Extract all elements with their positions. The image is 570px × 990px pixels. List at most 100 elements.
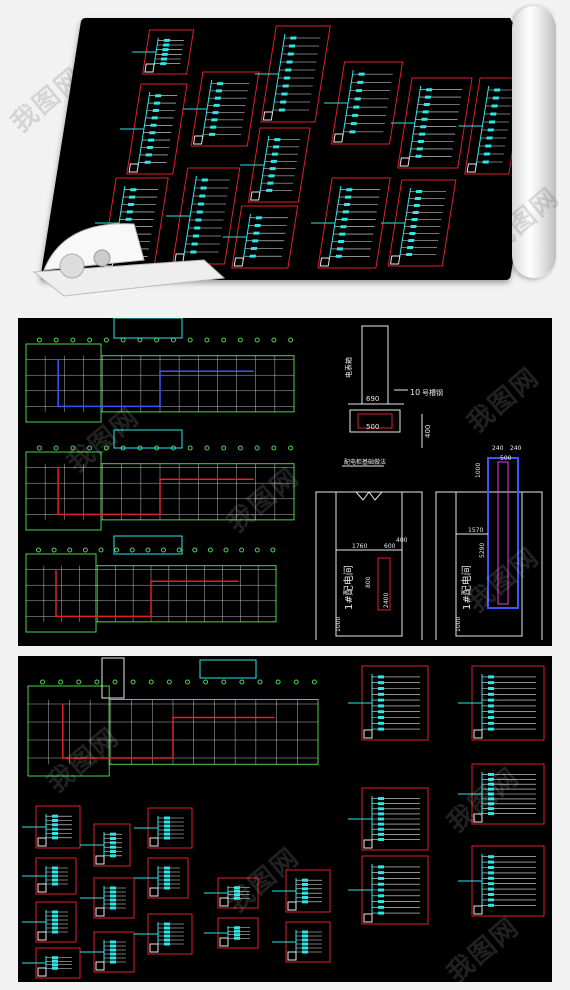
breaker — [146, 146, 154, 149]
breaker — [208, 132, 216, 136]
title-block — [113, 318, 183, 339]
dim-240b: 240 — [510, 445, 522, 452]
breaker — [52, 910, 58, 914]
axis-marker — [58, 679, 64, 685]
breaker — [164, 874, 170, 878]
distribution-box — [22, 947, 81, 979]
axis-marker — [207, 547, 213, 553]
distribution-box — [380, 179, 457, 267]
breaker — [488, 692, 494, 696]
distribution-box — [458, 845, 545, 917]
dim-1000b: 1000 — [455, 617, 462, 632]
floor-plan — [27, 679, 319, 777]
axis-marker — [187, 337, 193, 343]
breaker — [110, 894, 116, 898]
breaker — [409, 232, 416, 235]
floor-plans-and-details: 电表箱 690 500 10 号槽钢 400 配电柜基础做法 1760 600 … — [25, 318, 543, 640]
distribution-box — [222, 205, 299, 269]
breaker — [164, 922, 170, 926]
breaker — [162, 48, 169, 52]
breaker — [422, 110, 429, 114]
breaker — [151, 116, 158, 120]
breaker — [378, 681, 384, 685]
plan-wing — [25, 553, 97, 633]
breaker — [272, 145, 280, 149]
distribution-box — [80, 931, 135, 973]
breaker — [492, 96, 500, 100]
dim-2400: 2400 — [383, 593, 390, 608]
distribution-box — [272, 921, 331, 963]
title-block — [113, 535, 183, 555]
axis-marker — [254, 547, 260, 553]
breaker — [199, 194, 206, 198]
breaker — [281, 92, 288, 96]
box-tag — [287, 901, 297, 911]
breaker — [353, 105, 360, 109]
breaker — [161, 52, 168, 56]
breaker — [52, 959, 58, 963]
box-tag — [95, 855, 105, 865]
breaker — [110, 940, 116, 944]
room-label-right: 1#配电间 — [460, 565, 473, 610]
axis-marker — [53, 445, 59, 451]
distribution-box — [348, 787, 429, 851]
box-tag — [389, 255, 401, 265]
breaker — [488, 772, 494, 776]
breaker — [302, 950, 308, 954]
distribution-box — [323, 61, 404, 145]
box-tag — [37, 883, 47, 893]
breaker — [110, 841, 116, 845]
breaker — [414, 197, 422, 200]
breaker — [484, 144, 492, 148]
breaker — [52, 963, 58, 967]
breaker — [488, 807, 494, 811]
breaker — [164, 878, 170, 882]
dim-690: 690 — [366, 395, 379, 403]
distribution-box — [134, 807, 193, 849]
axis-marker — [70, 337, 76, 343]
breaker — [424, 95, 432, 99]
breaker — [488, 698, 494, 702]
box-tag — [319, 257, 331, 267]
distribution-box — [390, 77, 473, 169]
distribution-box — [458, 665, 545, 741]
axis-marker — [271, 337, 277, 343]
breaker — [164, 820, 170, 824]
breaker — [128, 195, 136, 199]
axis-marker — [254, 445, 260, 451]
breaker — [110, 837, 116, 840]
axis-marker — [120, 337, 126, 343]
wiring-route — [62, 704, 275, 759]
distribution-box — [22, 901, 77, 943]
breaker — [52, 918, 58, 922]
breaker — [164, 886, 170, 890]
breaker — [164, 938, 170, 942]
breaker — [488, 797, 494, 801]
box-tag — [149, 943, 159, 953]
axis-marker — [154, 337, 160, 343]
axis-marker — [70, 445, 76, 451]
plan-body — [100, 463, 295, 521]
box-tag — [473, 813, 483, 823]
plan-wing — [25, 451, 102, 531]
breaker — [160, 62, 167, 66]
dim-800: 800 — [365, 576, 372, 588]
axis-marker — [239, 679, 245, 685]
breaker — [154, 94, 162, 98]
box-tag — [473, 905, 483, 915]
box-tag — [287, 951, 297, 961]
breaker — [349, 130, 356, 134]
breaker — [209, 125, 217, 129]
breaker — [410, 225, 417, 228]
breaker — [378, 827, 384, 831]
breaker — [162, 43, 170, 47]
breaker — [341, 217, 348, 221]
breaker — [52, 882, 58, 886]
breaker — [339, 232, 346, 236]
breaker — [378, 876, 384, 880]
breaker — [52, 926, 58, 930]
axis-marker — [87, 445, 93, 451]
dim-400: 400 — [424, 425, 432, 438]
breaker — [488, 120, 496, 124]
breaker — [196, 210, 204, 214]
